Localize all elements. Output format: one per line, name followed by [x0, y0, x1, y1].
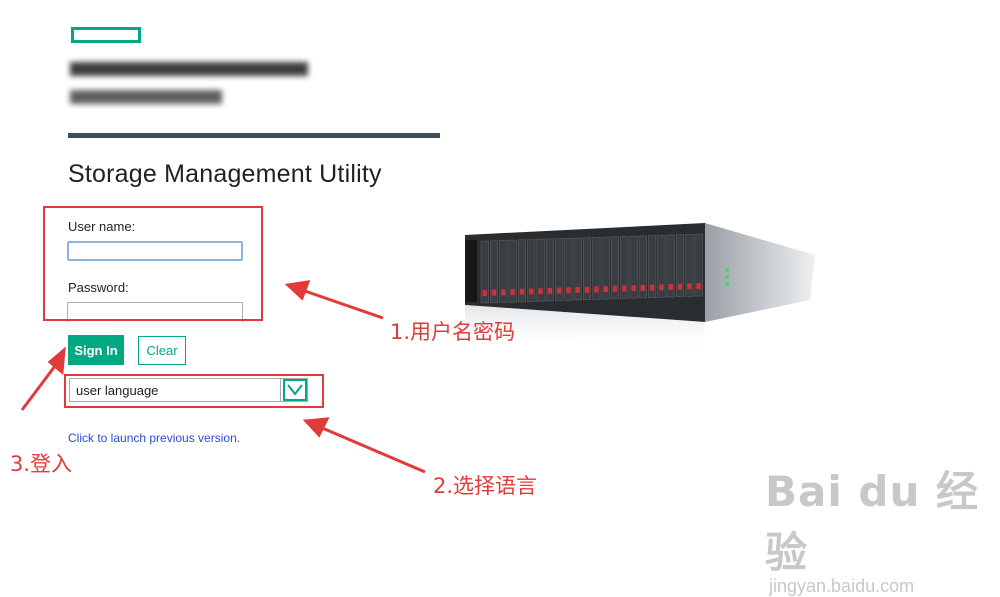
select-separator: [280, 379, 281, 401]
drive-bay-led: [659, 284, 664, 291]
watermark-url: jingyan.baidu.com: [769, 576, 915, 596]
password-input[interactable]: [67, 302, 243, 322]
drive-bay-led: [594, 286, 599, 293]
drive-bay: [666, 234, 675, 298]
drive-bay-led: [575, 287, 580, 293]
drive-bay-led: [491, 289, 497, 296]
drive-bay-led: [584, 286, 590, 293]
previous-version-link[interactable]: Click to launch previous version.: [68, 431, 241, 445]
annotation-box-language: [64, 374, 324, 408]
drive-bay: [685, 234, 694, 297]
language-select[interactable]: [69, 378, 308, 402]
drive-bay: [508, 239, 517, 303]
drive-bay: [480, 240, 489, 304]
username-label: User name:: [68, 219, 136, 234]
drive-bay-led: [501, 289, 506, 296]
drive-bay: [694, 233, 703, 297]
username-input[interactable]: [67, 241, 243, 261]
drive-bay-led: [696, 283, 701, 290]
drive-bay: [545, 238, 554, 302]
drive-bay-led: [538, 288, 543, 295]
page-title: Storage Management Utility: [68, 160, 382, 188]
drive-bay: [610, 236, 619, 300]
drive-bay: [536, 238, 545, 302]
drive-bay-led: [612, 285, 618, 292]
drive-bay-led: [677, 283, 683, 290]
drive-bay-led: [640, 284, 646, 291]
annotation-credentials: 1.用户名密码: [390, 320, 516, 344]
annotation-language: 2.选择语言: [433, 474, 538, 498]
drive-bay-led: [622, 285, 627, 292]
baidu-watermark: Bai du 经验 jingyan.baidu.com: [765, 458, 1000, 597]
storage-array-image: [465, 223, 815, 355]
drive-bay: [527, 239, 536, 302]
drive-bay: [657, 234, 666, 298]
sign-in-button[interactable]: Sign In: [68, 335, 124, 365]
company-name-blurred: [70, 62, 308, 76]
drive-bay: [499, 240, 508, 303]
drive-bay: [592, 237, 601, 300]
drive-bay: [676, 234, 685, 298]
drive-bay: [489, 240, 499, 304]
annotation-box-credentials: [43, 206, 263, 321]
language-select-value: user language: [76, 383, 159, 398]
clear-button[interactable]: Clear: [138, 336, 186, 365]
hpe-logo: [71, 27, 141, 43]
drive-bay: [601, 236, 610, 300]
drive-bay: [583, 237, 592, 301]
drive-bay-led: [547, 287, 553, 294]
drive-bay-led: [482, 290, 487, 296]
annotation-sign-in: 3.登入: [10, 452, 73, 476]
drive-bay-led: [519, 288, 525, 295]
watermark-logo: Bai du 经验: [765, 467, 979, 577]
drive-bay-led: [529, 288, 534, 295]
drive-bay: [564, 237, 573, 301]
drive-bay: [517, 239, 526, 303]
drive-bay-led: [649, 284, 655, 291]
company-name-blurred-2: [70, 90, 222, 104]
drive-bay-led: [556, 287, 562, 294]
drive-bay: [648, 235, 657, 298]
drive-bay-led: [631, 285, 636, 292]
chevron-down-icon[interactable]: [283, 379, 307, 401]
drive-bay: [555, 238, 564, 301]
drive-bay: [620, 236, 629, 299]
drive-bay: [629, 235, 638, 299]
header-divider: [68, 133, 440, 138]
drive-bay-led: [566, 287, 571, 294]
password-label: Password:: [68, 280, 129, 295]
drive-bay: [638, 235, 647, 299]
drive-bay-led: [510, 289, 515, 296]
drive-bay: [573, 237, 582, 301]
drive-bay-led: [603, 286, 608, 293]
drive-bay-led: [668, 284, 673, 290]
drive-bay-led: [687, 283, 692, 290]
